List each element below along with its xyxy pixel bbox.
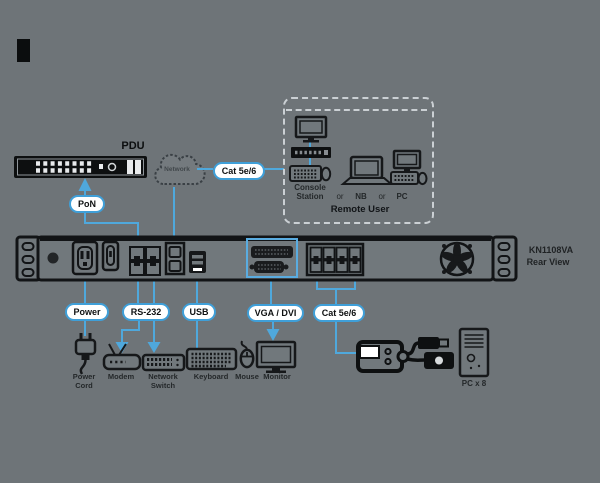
usb-connector-icon <box>418 337 449 349</box>
pdu-button <box>107 162 117 172</box>
lan-ports <box>164 241 186 276</box>
pc-count-label: PC x 8 <box>461 379 487 388</box>
cat5e6-top-pill: Cat 5e/6 <box>213 162 265 180</box>
modem-label: Modem <box>107 372 135 381</box>
video-highlight-box <box>246 238 298 278</box>
keyboard-label: Keyboard <box>193 372 229 381</box>
serial-pon-ports <box>129 246 161 276</box>
cat5e6-bottom-pill: Cat 5e/6 <box>313 304 365 322</box>
adapter-cable-upper <box>406 341 420 356</box>
monitor-arrow <box>266 329 280 341</box>
remote-pc-group <box>390 149 428 186</box>
kvm-cat5-ports <box>305 242 365 277</box>
pon-arrow-head <box>78 178 92 191</box>
switch-arrow <box>147 342 161 353</box>
dvi-port <box>251 246 293 258</box>
power-cord-label-1: Power <box>72 372 96 381</box>
rs232-pill: RS-232 <box>122 303 170 321</box>
network-switch-icon <box>141 353 186 372</box>
laptop-icon <box>340 155 394 185</box>
power-switch <box>101 240 120 272</box>
fan-icon <box>439 241 475 277</box>
adapter-cable-lower <box>406 357 426 362</box>
remote-user-title: Remote User <box>330 204 390 215</box>
pdu-device <box>14 156 147 178</box>
console-monitor-icon <box>294 115 328 143</box>
pc-tower-icon <box>458 327 490 378</box>
kvm-switch <box>15 235 518 282</box>
keyboard-icon <box>185 347 238 371</box>
mouse-icon <box>239 340 255 369</box>
adapter-line <box>335 318 358 354</box>
network-label: Network <box>164 166 190 173</box>
remote-user-box-inner-line <box>286 109 427 111</box>
power-pill: Power <box>65 303 109 321</box>
console-station-label-1: Console <box>294 183 326 192</box>
remote-pc-mouse-icon <box>417 171 428 186</box>
device-model-label: KN1108VA <box>528 245 574 255</box>
nb-label: NB <box>355 191 367 201</box>
console-station-icon <box>291 147 331 158</box>
console-station-group <box>289 115 332 182</box>
adapter-rj45-port <box>359 345 380 359</box>
pon-port-line <box>84 209 139 247</box>
vga-port <box>249 261 289 273</box>
network-cloud <box>154 153 206 186</box>
vga-dvi-pill: VGA / DVI <box>247 304 304 322</box>
device-view-label: Rear View <box>526 257 570 267</box>
network-switch-label-2: Switch <box>150 380 176 390</box>
modem-icon <box>102 343 142 371</box>
vga-connector-icon <box>424 352 454 369</box>
usb-pill: USB <box>182 303 216 321</box>
local-usb-ports <box>189 251 206 273</box>
remote-user-box <box>283 97 434 224</box>
kvm-adapter-cable <box>356 337 454 373</box>
pon-pill: PoN <box>69 195 105 213</box>
or-label-2: or <box>378 191 386 201</box>
network-switch-label-1: Network <box>148 372 178 381</box>
pdu-label: PDU <box>121 140 145 152</box>
artifact-mark <box>17 39 30 62</box>
ground-screw <box>47 252 59 264</box>
power-inlet <box>71 240 99 276</box>
console-station-label-2: Station <box>296 191 324 201</box>
or-label-1: or <box>336 191 344 201</box>
modem-line <box>121 317 140 342</box>
monitor-label: Monitor <box>263 372 291 381</box>
power-cord-icon <box>74 333 97 375</box>
mouse-label: Mouse <box>235 372 259 381</box>
power-cord-label-2: Cord <box>75 380 93 390</box>
local-console-video-group <box>246 238 298 278</box>
monitor-icon <box>255 340 297 373</box>
console-mouse-icon <box>320 166 332 182</box>
pc-label: PC <box>396 191 408 201</box>
